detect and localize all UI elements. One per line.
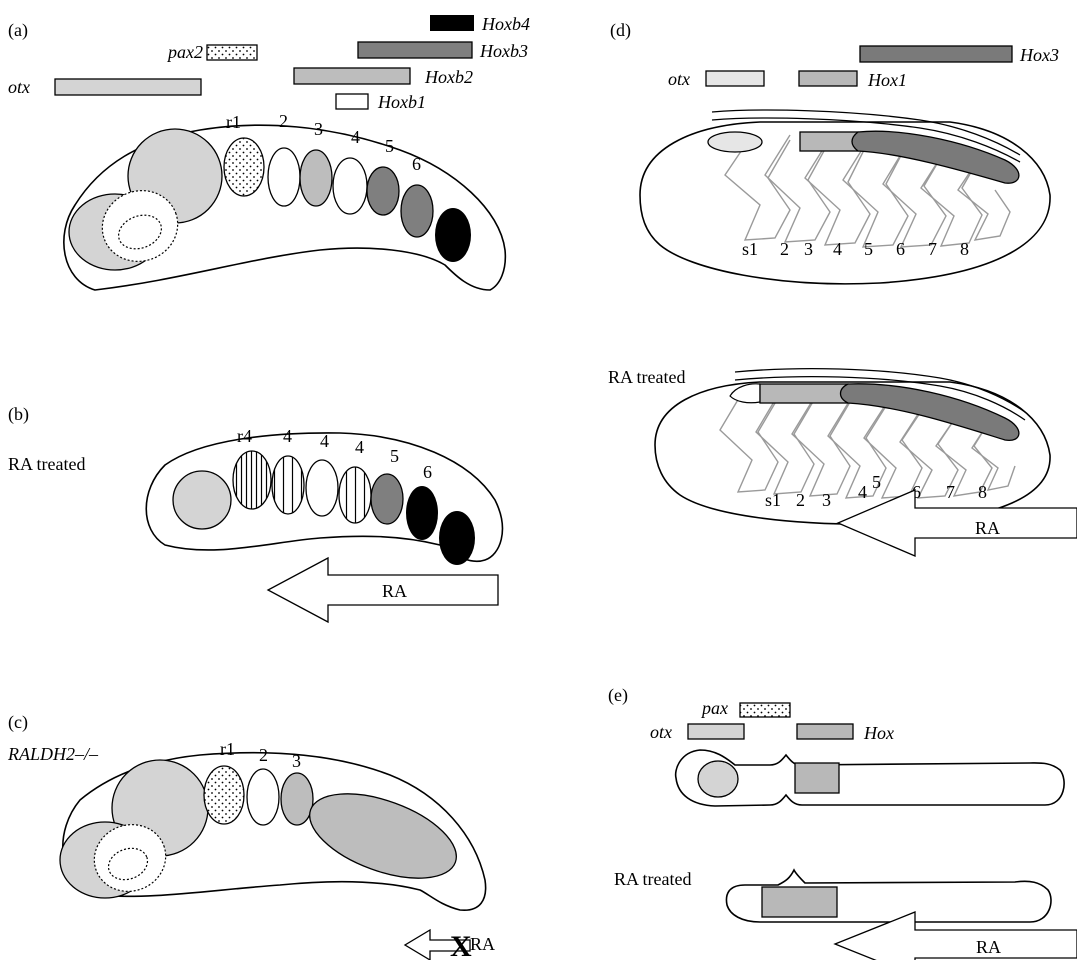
panel-e-label: (e): [608, 685, 628, 706]
somite-t-label-7: 7: [946, 482, 955, 502]
panel-d-label: (d): [610, 20, 631, 41]
somite-t-label-3: 3: [822, 490, 831, 510]
hoxb3-bar: [358, 42, 472, 58]
hoxb4-bar: [430, 15, 474, 31]
rhombomere-r4: [333, 158, 367, 214]
rhombomere-r1: [224, 138, 264, 196]
somite-label-4: 4: [833, 239, 842, 259]
rhombo-b-label-4c: 4: [355, 437, 364, 457]
somite-label-6: 6: [896, 239, 905, 259]
panel-a: (a) Hoxb4 Hoxb3 Hoxb2 Hoxb1 pax2 otx r1 …: [8, 14, 530, 290]
ra-arrow-c-label: RA: [470, 934, 495, 954]
hox-label-e: Hox: [863, 723, 894, 743]
rhombo-label-2: 2: [279, 111, 288, 131]
pax2-bar: [207, 45, 257, 60]
panel-b-label: (b): [8, 404, 29, 425]
hoxb1-bar: [336, 94, 368, 109]
somite-label-5: 5: [864, 239, 873, 259]
hoxb4-label: Hoxb4: [481, 14, 530, 34]
hox1-domain-treated: [760, 384, 848, 403]
rhombomere-r6: [401, 185, 433, 237]
rhombo-label-5: 5: [385, 136, 394, 156]
pax-label: pax: [700, 698, 728, 718]
rhombo-label-6: 6: [412, 154, 421, 174]
rhombomere-r3: [300, 150, 332, 206]
otx-bar-d: [706, 71, 764, 86]
somite-label-s1: s1: [742, 239, 758, 259]
somite-label-2: 2: [780, 239, 789, 259]
somite-label-3: 3: [804, 239, 813, 259]
hox3-label: Hox3: [1019, 45, 1059, 65]
rhombomere-b2: [272, 456, 304, 514]
rhombo-c-label-r1: r1: [220, 739, 235, 759]
rhombo-c-label-2: 2: [259, 745, 268, 765]
rhombo-b-label-r4: r4: [237, 426, 252, 446]
panel-b: (b) RA treated r4 4 4 4 5 6 RA: [8, 404, 502, 622]
rhombo-b-label-4b: 4: [320, 431, 329, 451]
hoxb2-bar: [294, 68, 410, 84]
rhombo-b-label-4a: 4: [283, 426, 292, 446]
panel-a-label: (a): [8, 20, 28, 41]
rhombomere-r7: [435, 208, 471, 262]
otx-label-e: otx: [650, 722, 672, 742]
hox1-label: Hox1: [867, 70, 907, 90]
rhombo-label-3: 3: [314, 119, 323, 139]
rhombomere-b4: [339, 467, 371, 523]
rhombomere-b6: [406, 486, 438, 540]
hox-domain-e: [795, 763, 839, 793]
hoxb3-label: Hoxb3: [479, 41, 528, 61]
somite-t-label-4: 4: [858, 482, 867, 502]
somite-label-8: 8: [960, 239, 969, 259]
rhombo-label-r1: r1: [226, 112, 241, 132]
rhombomere-c2: [247, 769, 279, 825]
otx-label: otx: [8, 77, 30, 97]
rhombo-b-label-6: 6: [423, 462, 432, 482]
panel-c: (c) RALDH2–/– r1 2 3 X RA: [7, 712, 495, 960]
otx-domain-e: [698, 761, 738, 797]
ra-arrow-e-label: RA: [976, 937, 1001, 957]
rhombomere-r5: [367, 167, 399, 215]
pax-bar: [740, 703, 790, 717]
hox1-domain-d: [800, 132, 858, 151]
rhombomere-c1: [204, 766, 244, 824]
otx-domain-d: [708, 132, 762, 152]
somite-label-7: 7: [928, 239, 937, 259]
panel-c-label: (c): [8, 712, 28, 733]
rhombomere-b5: [371, 474, 403, 524]
ra-arrow-d-label: RA: [975, 518, 1000, 538]
somite-t-label-s1: s1: [765, 490, 781, 510]
hoxb2-label: Hoxb2: [424, 67, 473, 87]
rhombomere-b3: [306, 460, 338, 516]
forebrain-b: [173, 471, 231, 529]
panel-e: (e) pax otx Hox RA treated RA: [608, 685, 1077, 960]
pax2-label: pax2: [166, 42, 203, 62]
hox1-bar: [799, 71, 857, 86]
ra-arrow-b-label: RA: [382, 581, 407, 601]
otx-bar: [55, 79, 201, 95]
somite-t-label-2: 2: [796, 490, 805, 510]
rhombo-c-label-3: 3: [292, 751, 301, 771]
hox3-bar: [860, 46, 1012, 62]
otx-label-d: otx: [668, 69, 690, 89]
ra-block-x-icon: X: [450, 930, 472, 960]
hoxb1-label: Hoxb1: [377, 92, 426, 112]
panel-d-treated: RA treated s1 2 3 4 5 6 7 8 RA: [608, 367, 1077, 556]
rhombomere-c3: [281, 773, 313, 825]
panel-c-condition: RALDH2–/–: [7, 744, 99, 764]
panel-e-condition: RA treated: [614, 869, 691, 889]
somite-t-label-8: 8: [978, 482, 987, 502]
hox-bar-e: [797, 724, 853, 739]
panel-b-condition: RA treated: [8, 454, 85, 474]
rhombomere-b1: [233, 451, 271, 509]
somite-t-label-5: 5: [872, 472, 881, 492]
rhombo-b-label-5: 5: [390, 446, 399, 466]
hox-domain-e-treated: [762, 887, 837, 917]
rhombo-label-4: 4: [351, 127, 360, 147]
otx-bar-e: [688, 724, 744, 739]
panel-d: (d) Hox3 otx Hox1 s1 2 3 4 5 6: [610, 20, 1059, 284]
rhombomere-r2: [268, 148, 300, 206]
rhombomere-b7: [439, 511, 475, 565]
panel-d-condition: RA treated: [608, 367, 685, 387]
